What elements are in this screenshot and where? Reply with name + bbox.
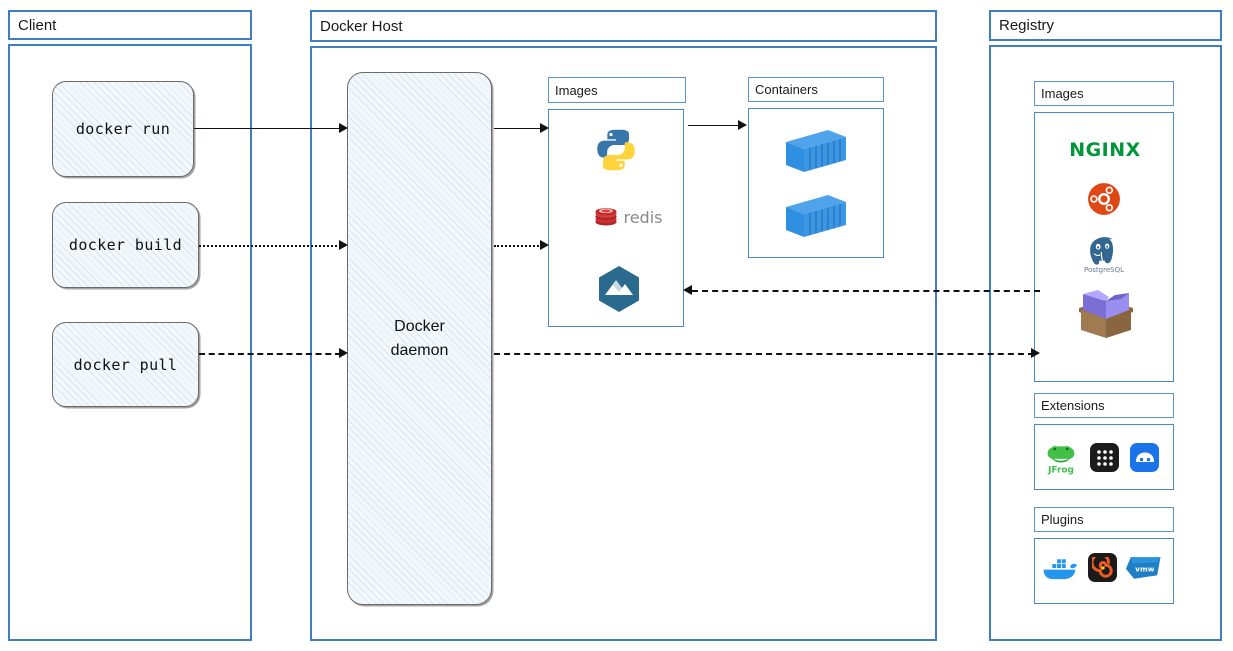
postgresql-logo: PostgreSQL (1080, 232, 1128, 278)
docker-build-box[interactable]: docker build (52, 202, 199, 288)
arrowhead-daemon-to-images-build (540, 240, 549, 250)
container-icon (780, 191, 850, 241)
arrowhead-registry-to-images (683, 285, 692, 295)
client-title: Client (18, 16, 57, 34)
arrowhead-build-to-daemon (339, 240, 348, 250)
arrowhead-images-to-containers (738, 120, 747, 130)
container-icon-svg (786, 130, 846, 172)
python-logo (592, 126, 640, 174)
daemon-line-2: daemon (390, 341, 449, 359)
extensions-title: Extensions (1041, 398, 1105, 413)
package-box-svg (1079, 290, 1133, 338)
client-panel-header: Client (8, 10, 252, 40)
package-box-icon (1075, 288, 1137, 342)
registry-images-title: Images (1041, 86, 1084, 101)
redis-logo: redis (588, 203, 668, 231)
container-icon (780, 126, 850, 176)
docker-whale-svg (1043, 559, 1077, 580)
containers-title: Containers (755, 82, 818, 97)
connector-pull-to-daemon (199, 353, 341, 355)
docker-run-label: docker run (75, 120, 171, 138)
mountain-hexagon-logo (597, 265, 641, 313)
spiral-svg (1091, 556, 1113, 578)
host-images-header: Images (548, 77, 686, 103)
docker-build-label: docker build (68, 236, 183, 254)
registry-panel-header: Registry (989, 10, 1222, 41)
jfrog-logo-svg: JFrog (1047, 446, 1075, 475)
vmware-logo: vmw (1124, 554, 1164, 582)
docker-pull-label: docker pull (73, 355, 178, 374)
grid-dots-svg (1096, 449, 1113, 466)
connector-daemon-to-images-build (494, 245, 542, 247)
docker-daemon-box[interactable]: Docker daemon (347, 72, 492, 605)
mountain-hexagon-svg (599, 266, 639, 312)
arrowhead-daemon-to-registry (1031, 348, 1040, 358)
container-icon-svg (786, 195, 846, 237)
docker-host-panel-header: Docker Host (310, 10, 937, 42)
postgresql-label: PostgreSQL (1084, 266, 1124, 274)
docker-pull-box[interactable]: docker pull (52, 322, 199, 407)
python-logo-svg (597, 129, 635, 171)
svg-text:vmw: vmw (1135, 564, 1155, 573)
containers-header: Containers (748, 77, 884, 102)
arrowhead-pull-to-daemon (339, 348, 348, 358)
vmware-svg: vmw (1125, 557, 1161, 579)
arrowhead-run-to-daemon (339, 123, 348, 133)
host-images-title: Images (555, 82, 598, 98)
registry-images-header: Images (1034, 81, 1174, 106)
blue-app-icon (1130, 443, 1159, 472)
grid-dots-icon (1090, 443, 1119, 472)
ubuntu-logo (1087, 182, 1121, 216)
connector-daemon-to-images (494, 128, 542, 129)
docker-daemon-label: Docker daemon (391, 315, 449, 361)
daemon-line-1: Docker (394, 318, 445, 336)
connector-images-to-containers (688, 125, 740, 126)
connector-registry-to-images (692, 290, 1040, 292)
jfrog-logo: JFrog (1043, 441, 1079, 475)
ubuntu-logo-svg (1088, 183, 1120, 215)
extensions-header: Extensions (1034, 393, 1174, 418)
arrowhead-daemon-to-images (540, 123, 549, 133)
svg-text:JFrog: JFrog (1047, 465, 1074, 475)
registry-title: Registry (999, 17, 1055, 34)
nginx-logo: NGINX (1060, 137, 1150, 163)
redis-logo-svg (595, 208, 618, 226)
nginx-label: NGINX (1069, 139, 1141, 161)
docker-host-title: Docker Host (320, 17, 403, 35)
connector-daemon-to-registry (494, 353, 1034, 355)
connector-build-to-daemon (199, 245, 341, 247)
docker-run-box[interactable]: docker run (52, 81, 194, 177)
redis-label: redis (623, 207, 663, 227)
blue-app-svg (1135, 452, 1154, 462)
postgresql-logo-svg (1090, 237, 1114, 265)
plugins-title: Plugins (1041, 512, 1084, 527)
docker-whale-logo (1042, 554, 1080, 582)
connector-run-to-daemon (194, 128, 341, 129)
spiral-logo (1088, 553, 1117, 582)
plugins-header: Plugins (1034, 507, 1174, 532)
